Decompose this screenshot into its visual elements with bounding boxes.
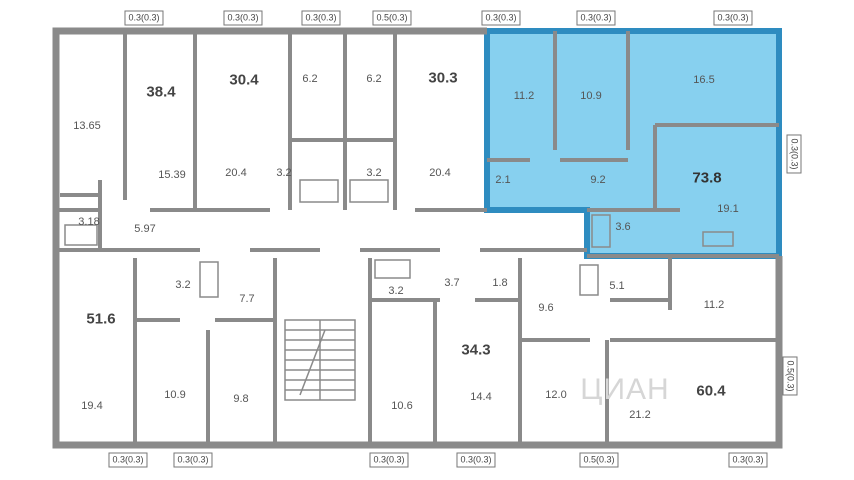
watermark: ЦИАН [580,373,670,406]
room-area: 3.2 [175,279,191,291]
room-area: 12.0 [545,389,567,401]
room-area: 3.6 [615,221,631,233]
room-area: 20.4 [225,167,247,179]
room-area: 3.18 [78,216,100,228]
room-area: 10.6 [391,400,413,412]
balcony-label: 0.3(0.3) [728,452,768,468]
room-area: 21.2 [629,409,651,421]
room-area: 10.9 [580,90,602,102]
balcony-label: 0.3(0.3) [223,10,263,26]
highlighted-apartment[interactable] [484,28,782,259]
apartment-total-area: 51.6 [86,310,116,328]
room-area: 11.2 [703,299,725,311]
room-area: 14.4 [470,391,492,403]
room-area: 3.7 [444,277,460,289]
apartment-total-area: 60.4 [696,382,726,400]
room-area: 16.5 [693,74,715,86]
room-area: 1.8 [492,277,508,289]
apartment-total-area: 30.4 [229,71,259,89]
room-area: 19.4 [81,400,103,412]
bathroom-fixtures [64,179,734,298]
room-area: 7.7 [239,293,255,305]
room-area: 3.2 [388,285,404,297]
staircase [284,319,356,401]
room-area: 6.2 [366,73,382,85]
room-area: 19.1 [717,203,739,215]
balcony-label: 0.3(0.3) [713,10,753,26]
room-area: 2.1 [495,174,511,186]
balcony-label: 0.3(0.3) [456,452,496,468]
balcony-label: 0.3(0.3) [124,10,164,26]
apartment-total-area: 30.3 [428,69,458,87]
room-area: 9.6 [538,302,554,314]
room-area: 3.2 [276,167,292,179]
balcony-label: 0.3(0.3) [481,10,521,26]
balcony-label: 0.3(0.3) [786,134,802,174]
room-area: 9.2 [590,174,606,186]
outer-walls [52,27,783,449]
room-area: 20.4 [429,167,451,179]
balcony-label: 0.5(0.3) [782,356,798,396]
highlighted-apartment-total-area: 73.8 [692,169,722,187]
room-area: 6.2 [302,73,318,85]
balcony-label: 0.3(0.3) [576,10,616,26]
room-area: 9.8 [233,393,249,405]
interior-walls [56,31,779,445]
balcony-label: 0.5(0.3) [372,10,412,26]
apartment-total-area: 38.4 [146,83,176,101]
room-area: 3.2 [366,167,382,179]
balcony-label: 0.3(0.3) [108,452,148,468]
room-area: 11.2 [513,90,535,102]
room-area: 10.9 [164,389,186,401]
room-area: 15.39 [158,169,186,181]
balcony-label: 0.3(0.3) [301,10,341,26]
balcony-label: 0.3(0.3) [369,452,409,468]
room-area: 5.1 [609,280,625,292]
balcony-label: 0.3(0.3) [173,452,213,468]
room-area: 13.65 [73,120,101,132]
room-area: 5.97 [134,223,156,235]
balcony-label: 0.5(0.3) [579,452,619,468]
apartment-total-area: 34.3 [461,341,491,359]
